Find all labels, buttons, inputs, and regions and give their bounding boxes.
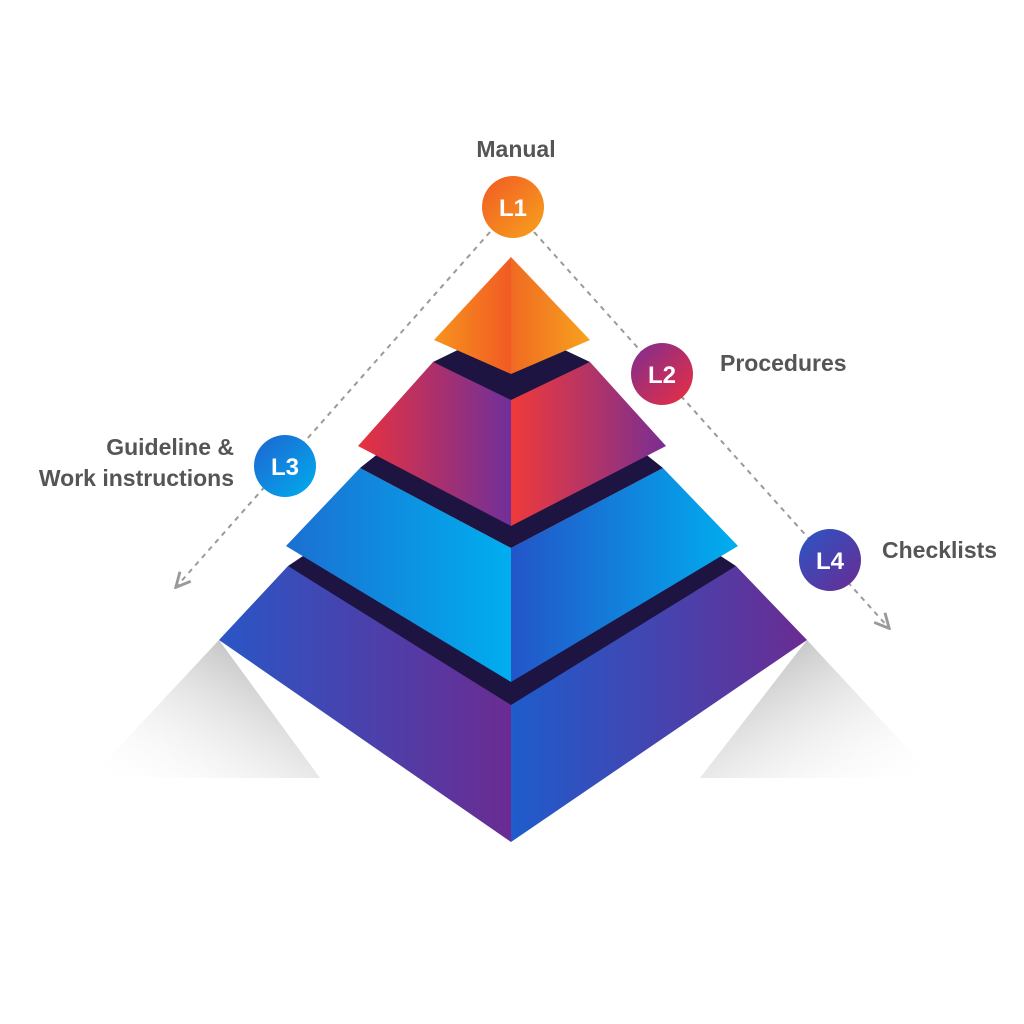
shadow-right <box>700 640 935 778</box>
tier-l2 <box>358 362 666 526</box>
level-label-l3-line2: Work instructions <box>39 465 234 491</box>
tier-l3 <box>286 468 738 682</box>
level-label-l3-line1: Guideline & <box>106 434 234 460</box>
badge-text-l2: L2 <box>648 362 676 389</box>
badge-text-l1: L1 <box>499 195 527 222</box>
tier-l3-right-face <box>511 468 738 682</box>
guide-arrow-left <box>177 231 491 586</box>
tier-l4 <box>219 566 807 842</box>
level-badge-l4: L4 <box>799 529 861 591</box>
level-badge-l2: L2 <box>631 343 693 405</box>
badge-circle-l4 <box>799 529 861 591</box>
tier-l4-left-face <box>219 566 511 842</box>
badge-text-l4: L4 <box>816 548 845 575</box>
badge-circle-l3 <box>254 435 316 497</box>
tier-l3-left-face <box>286 468 511 682</box>
shadow-left <box>90 640 320 778</box>
badge-text-l3: L3 <box>271 454 299 481</box>
level-label-l2: Procedures <box>720 350 847 376</box>
tier-l1 <box>434 257 590 374</box>
level-label-l1: Manual <box>476 136 555 162</box>
level-label-l4: Checklists <box>882 537 997 563</box>
tier-l4-right-face <box>511 566 807 842</box>
tier-l2-right-face <box>511 362 666 526</box>
tier-l1-left-face <box>434 257 511 374</box>
badge-circle-l2 <box>631 343 693 405</box>
level-badge-l1: L1 <box>482 176 544 238</box>
tier-l1-right-face <box>511 257 590 374</box>
tier-l2-left-face <box>358 362 511 526</box>
level-badge-l3: L3 <box>254 435 316 497</box>
badge-circle-l1 <box>482 176 544 238</box>
